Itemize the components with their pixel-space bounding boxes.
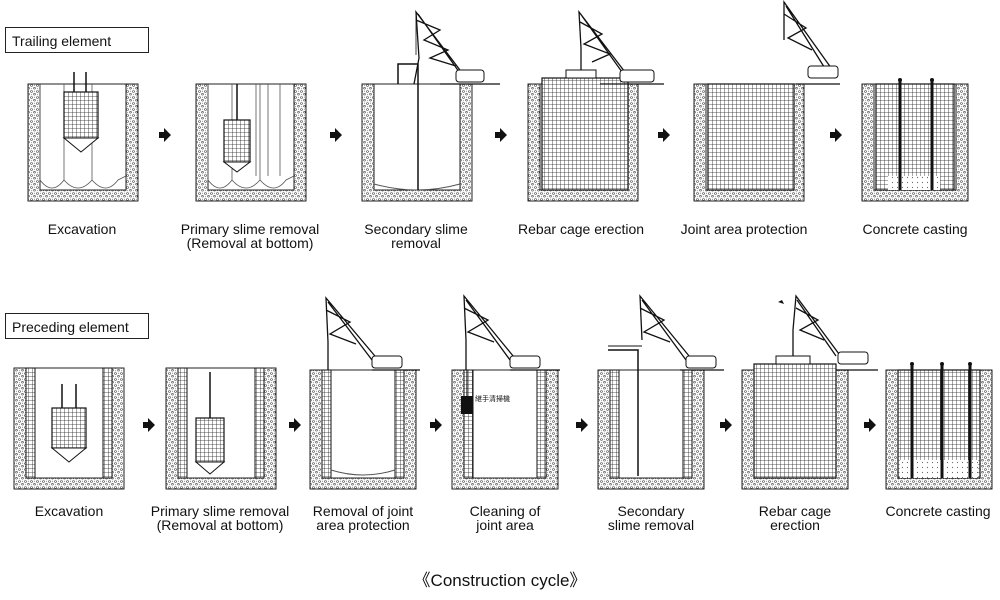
arrow-right-icon bbox=[143, 418, 155, 432]
step-caption: Rebar cage erection bbox=[517, 221, 645, 237]
joint-cleaner-label: 継手清掃機 bbox=[475, 394, 510, 403]
trailing-primary-slime-removal-illustration bbox=[195, 83, 307, 202]
arrow-right-icon bbox=[576, 418, 588, 432]
arrow-right-icon bbox=[658, 128, 670, 142]
step-caption: Secondary slime removal bbox=[607, 503, 695, 533]
step-caption: Cleaning of joint area bbox=[469, 503, 541, 533]
step-caption: Secondary slime removal bbox=[364, 221, 468, 251]
preceding-secondary-slime-removal-illustration bbox=[597, 294, 724, 490]
preceding-excavation-illustration bbox=[13, 367, 125, 490]
arrow-right-icon bbox=[864, 418, 876, 432]
trailing-element-label: Trailing element bbox=[5, 27, 149, 53]
arrow-right-icon bbox=[430, 418, 442, 432]
preceding-primary-slime-removal-illustration bbox=[165, 367, 277, 490]
step-caption: Rebar cage erection bbox=[758, 503, 832, 533]
trailing-excavation-illustration bbox=[27, 72, 139, 202]
arrow-right-icon bbox=[330, 128, 342, 142]
preceding-cleaning-of-joint-area-illustration: 継手清掃機 bbox=[451, 294, 560, 490]
step-caption: Primary slime removal (Removal at bottom… bbox=[180, 221, 320, 251]
step-caption: Concrete casting bbox=[862, 221, 968, 237]
arrow-right-icon bbox=[830, 128, 842, 142]
preceding-rebar-cage-erection-illustration bbox=[741, 294, 878, 490]
trailing-step-arrows bbox=[159, 128, 842, 142]
trailing-concrete-casting-illustration bbox=[861, 78, 969, 202]
trailing-joint-area-protection-illustration bbox=[693, 0, 840, 202]
diagram-title: 《Construction cycle》 bbox=[413, 571, 587, 590]
arrow-right-icon bbox=[495, 128, 507, 142]
step-caption: Primary slime removal (Removal at bottom… bbox=[150, 503, 290, 533]
arrow-right-icon bbox=[720, 418, 732, 432]
arrow-right-icon bbox=[289, 418, 301, 432]
step-caption: Joint area protection bbox=[680, 221, 808, 237]
trailing-secondary-slime-removal-illustration bbox=[361, 9, 500, 202]
step-caption: Excavation bbox=[34, 503, 104, 519]
arrow-right-icon bbox=[159, 128, 171, 142]
step-caption: Excavation bbox=[47, 221, 117, 237]
preceding-step-arrows bbox=[143, 418, 876, 432]
preceding-concrete-casting-illustration bbox=[885, 362, 993, 490]
preceding-element-label: Preceding element bbox=[5, 313, 149, 339]
step-caption: Removal of joint area protection bbox=[312, 503, 414, 533]
trailing-rebar-cage-erection-illustration bbox=[527, 9, 664, 202]
preceding-removal-of-joint-protection-illustration bbox=[309, 296, 420, 490]
step-caption: Concrete casting bbox=[885, 503, 991, 519]
